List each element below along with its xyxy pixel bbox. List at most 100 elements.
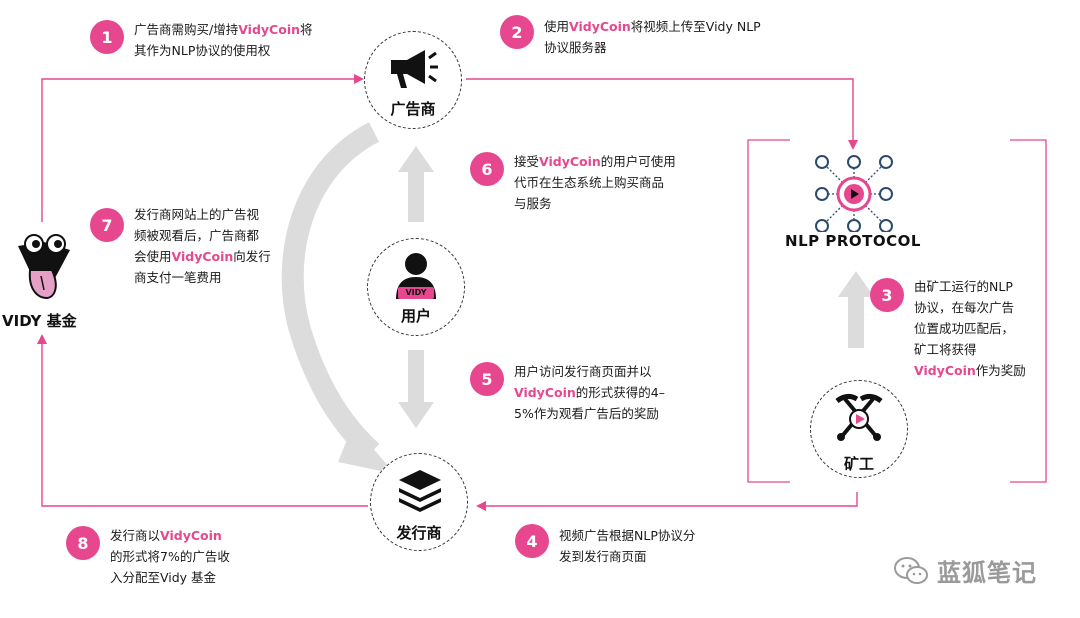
step-text-segment: 矿工将获得 — [914, 342, 977, 357]
user-node: VIDY 用户 — [367, 238, 465, 336]
step-text-line: 发行商网站上的广告视 — [134, 204, 271, 225]
layers-icon — [399, 470, 441, 512]
step-text-line: 代币在生态系统上购买商品 — [514, 172, 676, 193]
step-text-line: VidyCoin的形式获得的4– — [514, 382, 665, 403]
step-text-segment: 广告商需购买/增持 — [134, 22, 239, 37]
step-text-line: 商支付一笔费用 — [134, 267, 271, 288]
vidy-badge: VIDY — [398, 287, 434, 299]
step-4: 4 视频广告根据NLP协议分发到发行商页面 — [515, 524, 695, 567]
step-text-segment: 由矿工运行的NLP — [914, 279, 1013, 294]
megaphone-icon — [391, 50, 438, 88]
network-icon — [815, 155, 893, 232]
step-text: 接受VidyCoin的用户可使用代币在生态系统上购买商品与服务 — [514, 151, 676, 214]
curved-arrow — [281, 122, 380, 461]
vidycoin-highlight: VidyCoin — [171, 249, 234, 264]
step-text: 使用VidyCoin将视频上传至Vidy NLP 协议服务器 — [544, 16, 761, 58]
step-text-segment: 入分配至Vidy 基金 — [110, 570, 217, 585]
step-text-segment: 代币在生态系统上购买商品 — [514, 175, 665, 190]
step-text-segment: 将视频上传至Vidy NLP — [630, 19, 761, 34]
step-text-line: 协议，在每次广告 — [914, 297, 1026, 318]
nlp-bracket — [747, 139, 1047, 483]
step-text-segment: 其作为NLP协议的使用权 — [134, 43, 271, 58]
step-text-segment: 使用 — [544, 19, 570, 34]
flow-line-8 — [37, 334, 368, 507]
step-text-line: 发到发行商页面 — [559, 546, 695, 567]
step-text-segment: 发到发行商页面 — [559, 549, 647, 564]
step-number: 1 — [90, 20, 124, 54]
vidy-mascot-icon — [18, 234, 70, 300]
vidycoin-highlight: VidyCoin — [238, 22, 300, 37]
step-text: 发行商网站上的广告视频被观看后，广告商都会使用VidyCoin向发行商支付一笔费… — [134, 204, 271, 288]
step-text-line: 协议服务器 — [544, 37, 761, 58]
step-text-segment: 的形式将7%的广告收 — [110, 549, 230, 564]
publisher-label: 发行商 — [396, 524, 442, 542]
vidycoin-highlight: VidyCoin — [569, 19, 631, 34]
advertiser-node: 广告商 — [364, 31, 462, 129]
step-text-line: 发行商以VidyCoin — [110, 525, 230, 546]
advertiser-label: 广告商 — [390, 100, 436, 118]
step-text: 视频广告根据NLP协议分发到发行商页面 — [559, 525, 695, 567]
step-text-line: 广告商需购买/增持VidyCoin将 — [134, 19, 313, 40]
step-text-line: 矿工将获得 — [914, 339, 1026, 360]
step-1: 1 广告商需购买/增持VidyCoin将其作为NLP协议的使用权 — [90, 20, 313, 61]
step-number: 6 — [470, 152, 504, 186]
step-text-line: VidyCoin作为奖励 — [914, 360, 1026, 381]
step-text-segment: 的形式获得的4– — [575, 385, 665, 400]
step-number: 8 — [66, 526, 100, 560]
step-text-segment: 发行商以 — [110, 528, 161, 543]
step-5: 5 用户访问发行商页面并以 VidyCoin的形式获得的4– 5%作为观看广告后的奖… — [470, 362, 665, 424]
step-text-segment: 视频广告根据NLP协议分 — [559, 528, 696, 543]
step-text-segment: 将 — [300, 22, 313, 37]
step-text-line: 由矿工运行的NLP — [914, 276, 1026, 297]
step-text-segment: 的用户可使用 — [600, 154, 676, 169]
publisher-node: 发行商 — [370, 453, 468, 551]
step-number: 5 — [470, 362, 504, 396]
step-text-segment: 与服务 — [514, 196, 552, 211]
flow-line-2 — [466, 78, 858, 150]
step-text-line: 其作为NLP协议的使用权 — [134, 40, 313, 61]
step-8: 8 发行商以VidyCoin 的形式将7%的广告收入分配至Vidy 基金 — [66, 526, 230, 588]
step-text-segment: 接受 — [514, 154, 540, 169]
step-text-line: 用户访问发行商页面并以 — [514, 361, 665, 382]
step-text-segment: 协议服务器 — [544, 40, 607, 55]
step-text-line: 视频广告根据NLP协议分 — [559, 525, 695, 546]
user-label: 用户 — [400, 307, 431, 325]
vidy-fund: VIDY 基金 — [2, 228, 102, 334]
flow-line-4 — [476, 492, 858, 511]
vidycoin-highlight: VidyCoin — [539, 154, 601, 169]
miner-node: 矿工 — [810, 380, 908, 478]
step-text-segment: 商支付一笔费用 — [134, 270, 222, 285]
step-6: 6 接受VidyCoin的用户可使用代币在生态系统上购买商品与服务 — [470, 152, 676, 214]
step-text-line: 5%作为观看广告后的奖励 — [514, 403, 665, 424]
flow-line-1 — [41, 74, 364, 222]
step-text-line: 的形式将7%的广告收 — [110, 546, 230, 567]
step-text-segment: 用户访问发行商页面并以 — [514, 364, 652, 379]
pickaxe-icon — [835, 393, 883, 441]
vidycoin-highlight: VidyCoin — [914, 363, 976, 378]
step-text-segment: 发行商网站上的广告视 — [134, 207, 260, 222]
step-text-line: 频被观看后，广告商都 — [134, 225, 271, 246]
step-text-segment: 5%作为观看广告后的奖励 — [514, 406, 659, 421]
step-text-segment: 会使用 — [134, 249, 172, 264]
step-text-line: 接受VidyCoin的用户可使用 — [514, 151, 676, 172]
step-text-segment: 位置成功匹配后， — [914, 321, 1015, 336]
miner-label: 矿工 — [843, 455, 874, 473]
step-text: 用户访问发行商页面并以 VidyCoin的形式获得的4– 5%作为观看广告后的奖励 — [514, 361, 665, 424]
step-text-line: 入分配至Vidy 基金 — [110, 567, 230, 588]
wechat-icon — [894, 556, 928, 584]
step-text: 发行商以VidyCoin 的形式将7%的广告收入分配至Vidy 基金 — [110, 525, 230, 588]
nlp-label: NLP PROTOCOL — [785, 232, 921, 250]
step-text-line: 使用VidyCoin将视频上传至Vidy NLP — [544, 16, 761, 37]
vidycoin-highlight: VidyCoin — [160, 528, 222, 543]
step-number: 7 — [90, 208, 124, 242]
step-text-segment: 频被观看后，广告商都 — [134, 228, 260, 243]
step-text: 由矿工运行的NLP 协议，在每次广告位置成功匹配后， 矿工将获得 VidyCoin作为… — [914, 276, 1026, 381]
watermark: 蓝狐笔记 — [893, 553, 1037, 588]
step-text-line: 位置成功匹配后， — [914, 318, 1026, 339]
step-text-segment: 向发行 — [233, 249, 271, 264]
nlp-protocol: NLP PROTOCOL — [778, 150, 928, 254]
fund-label: VIDY 基金 — [2, 312, 77, 330]
